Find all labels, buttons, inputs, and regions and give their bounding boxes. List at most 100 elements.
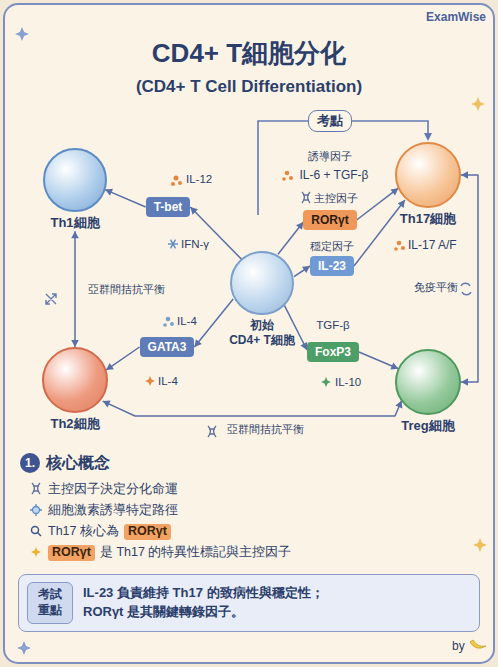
factor-role-label: 主控因子 (314, 192, 358, 206)
arrowhead (106, 363, 114, 370)
cytokine-dots-icon (163, 317, 174, 327)
corner-star (471, 97, 485, 111)
cycle-icon (461, 283, 471, 295)
stroke (171, 240, 176, 249)
cytokine-label: IL-10 (335, 375, 361, 389)
corner-star (17, 641, 31, 655)
factor-role-label: 誘導因子 (308, 150, 352, 164)
transcription-factor-box: RORγt (303, 210, 356, 230)
swap-icon (46, 294, 56, 304)
connector (278, 222, 303, 254)
connector (354, 200, 405, 266)
dot (170, 322, 174, 326)
treg-cell: Treg細胞 (395, 349, 461, 434)
cell-circle (230, 251, 294, 315)
dna-icon (302, 192, 310, 203)
edge-label: 免疫平衡 (412, 281, 460, 295)
th17-cell: Th17細胞 (395, 142, 461, 227)
magnifier-icon (32, 527, 42, 537)
connector-line (354, 200, 405, 266)
cytokine-label: TGF-β (316, 318, 349, 332)
cytokine-label: IFN-γ (181, 237, 209, 251)
dot (166, 317, 171, 322)
dot (171, 182, 175, 186)
connector (71, 231, 79, 347)
exam-focus-panel: IL-23 負責維持 Th17 的致病性與穩定性； RORγt 是其關鍵轉錄因子… (18, 574, 480, 632)
connector-line (194, 299, 233, 347)
cell-circle (42, 347, 108, 413)
connector-line (103, 400, 402, 416)
panel-tag-label: 考試 重點 (37, 587, 62, 618)
cell-circle (395, 349, 461, 415)
connector (357, 188, 399, 220)
star-icon (321, 377, 331, 387)
connector-line (359, 352, 398, 369)
factor-role-label: 穩定因子 (310, 240, 354, 254)
key-point-tag: 考點 (308, 110, 352, 132)
transcription-factor-box: GATA3 (140, 337, 195, 357)
box-label: GATA3 (148, 339, 187, 355)
lens (32, 527, 39, 534)
dot (289, 176, 293, 180)
dot (163, 323, 167, 327)
cell-label: 初始 (250, 318, 274, 333)
arrowhead (190, 207, 198, 215)
dna-icon (32, 483, 40, 494)
edge-label: 亞群間拮抗平衡 (225, 423, 306, 437)
cytokine-label: IL-4 (158, 374, 178, 388)
dot (282, 177, 286, 181)
box-label: IL-23 (318, 258, 346, 274)
connector (103, 400, 403, 416)
panel-body: IL-23 負責維持 Th17 的致病性與穩定性； RORγt 是其關鍵轉錄因子… (83, 575, 345, 621)
connector (359, 352, 398, 370)
bullet-text: 細胞激素誘導特定路徑 (48, 503, 178, 519)
bullet-text: 主控因子決定分化命運 (48, 482, 178, 498)
bracket-arrowhead (424, 133, 432, 141)
exam-focus-tag: 考試 重點 (27, 582, 73, 624)
connector-line (461, 175, 478, 382)
transcription-factor-box: T-bet (146, 197, 191, 217)
dot (174, 176, 179, 181)
banana-icon (470, 640, 486, 648)
corner-star (15, 27, 29, 41)
arrowhead (296, 222, 303, 230)
connector-line (278, 222, 303, 254)
cytokine-dots-icon (171, 176, 182, 187)
cytokine-box: IL-23 (310, 256, 354, 276)
th1-cell: Th1細胞 (43, 148, 107, 231)
arrowhead (302, 266, 310, 273)
bullet-text: 是 Th17 的特異性標記與主控因子 (100, 545, 291, 561)
arrowhead (103, 401, 111, 408)
connector-line (294, 266, 310, 277)
cytokine-label: IL-12 (186, 172, 212, 186)
cytokine-label: IL-4 (177, 314, 197, 328)
bullet-text: Th17 核心為 (48, 524, 119, 540)
arrowhead (71, 231, 79, 238)
star-icon (31, 547, 41, 557)
cell-label: Th17細胞 (400, 211, 456, 227)
box-label: FoxP3 (315, 344, 351, 360)
arrowhead (71, 340, 79, 347)
dot (394, 247, 398, 251)
dot (401, 246, 405, 250)
connector-line (190, 207, 242, 261)
dot (397, 241, 402, 246)
connector (190, 207, 242, 261)
star-icon (145, 376, 155, 386)
stroke (171, 240, 176, 249)
section-number: 1. (20, 453, 40, 473)
connector-line (105, 190, 146, 207)
box-label: 考點 (317, 113, 343, 129)
th2-cell: Th2細胞 (42, 347, 108, 432)
arrowhead (194, 339, 201, 347)
connector-line (74, 231, 76, 347)
connector (106, 347, 140, 370)
brand-mark: ExamWise (426, 10, 486, 25)
title: CD4+ T細胞分化 (152, 36, 346, 71)
cell-label: Treg細胞 (401, 418, 454, 434)
subtitle: (CD4+ T Cell Differentiation) (136, 76, 362, 97)
dot (178, 181, 182, 185)
cell-label: Th1細胞 (50, 215, 99, 231)
cytokine-label: IL-17 A/F (408, 238, 457, 253)
